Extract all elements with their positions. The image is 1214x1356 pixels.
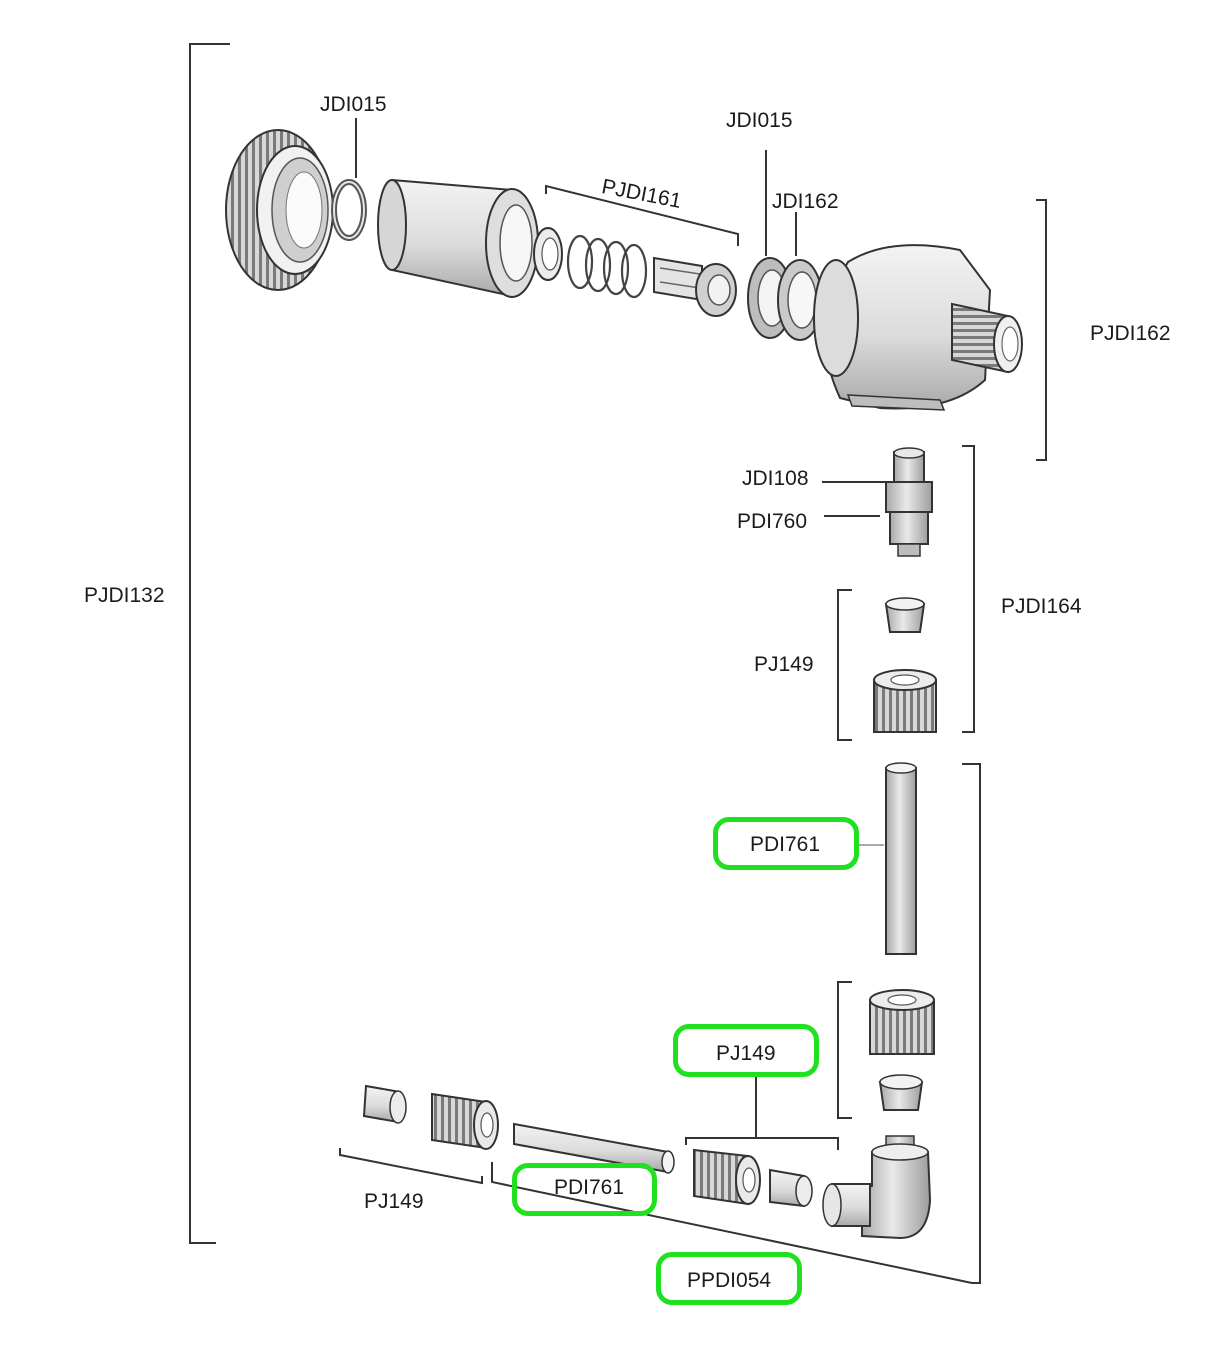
injector-fitting-part [885,447,933,557]
bracket-horizontal-assembly [491,1162,973,1284]
nut-lower-part [869,989,935,1055]
highlight-box-pdi761-horizontal [512,1163,657,1216]
o-ring-jdi162-part [747,257,823,341]
elbow-fitting-part [822,1135,932,1240]
bracket-lines [189,43,1047,1284]
label-ppdi054: PPDI054 [687,1269,772,1292]
highlight-box-pj149-lower [673,1024,819,1077]
label-pj149-lower: PJ149 [716,1042,776,1065]
label-jdi015-right: JDI015 [726,109,793,132]
bracket-pjdi161 [545,184,739,246]
label-pjdi162: PJDI162 [1090,322,1171,345]
label-pdi761-horizontal: PDI761 [554,1176,625,1199]
bracket-pj149-bottom-pair [685,1137,839,1150]
label-pjdi132: PJDI132 [84,584,165,607]
nut-left-part [431,1092,499,1150]
union-nut-part [225,129,334,291]
bracket-pjdi164 [962,445,975,733]
label-jdi015-top: JDI015 [320,93,387,116]
ferrule-upper-part [884,597,926,633]
nut-bottom-part [693,1148,761,1206]
tube-vertical-part [885,762,917,955]
sleeve-part [377,178,539,298]
bracket-pjdi162 [1036,199,1047,461]
label-jdi162: JDI162 [772,190,839,213]
nut-upper-part [873,669,937,733]
valve-body-part [813,244,1023,411]
spring-part [566,234,648,299]
label-pdi761-vertical: PDI761 [750,833,821,856]
highlight-box-ppdi054 [656,1252,802,1305]
ferrule-lower-part [878,1074,924,1111]
label-jdi108: JDI108 [742,467,809,490]
label-pjdi164: PJDI164 [1001,595,1082,618]
valve-poppet-part [653,256,737,317]
bracket-pjdi132 [189,43,230,1244]
label-pdi760: PDI760 [737,510,808,533]
bracket-pj149-upper [837,589,852,741]
o-ring-jdi015-part [331,179,367,241]
bracket-lower-right [962,763,981,1284]
tube-horizontal-part [513,1122,675,1174]
bracket-pj149-lower [837,981,852,1119]
label-pj149-left: PJ149 [364,1190,424,1213]
ferrule-bottom-part [769,1168,813,1208]
label-pj149-upper: PJ149 [754,653,814,676]
washer-part [533,227,563,281]
ferrule-left-part [362,1084,407,1124]
bracket-pj149-left [339,1148,483,1185]
highlight-box-pdi761-vertical [713,817,859,870]
